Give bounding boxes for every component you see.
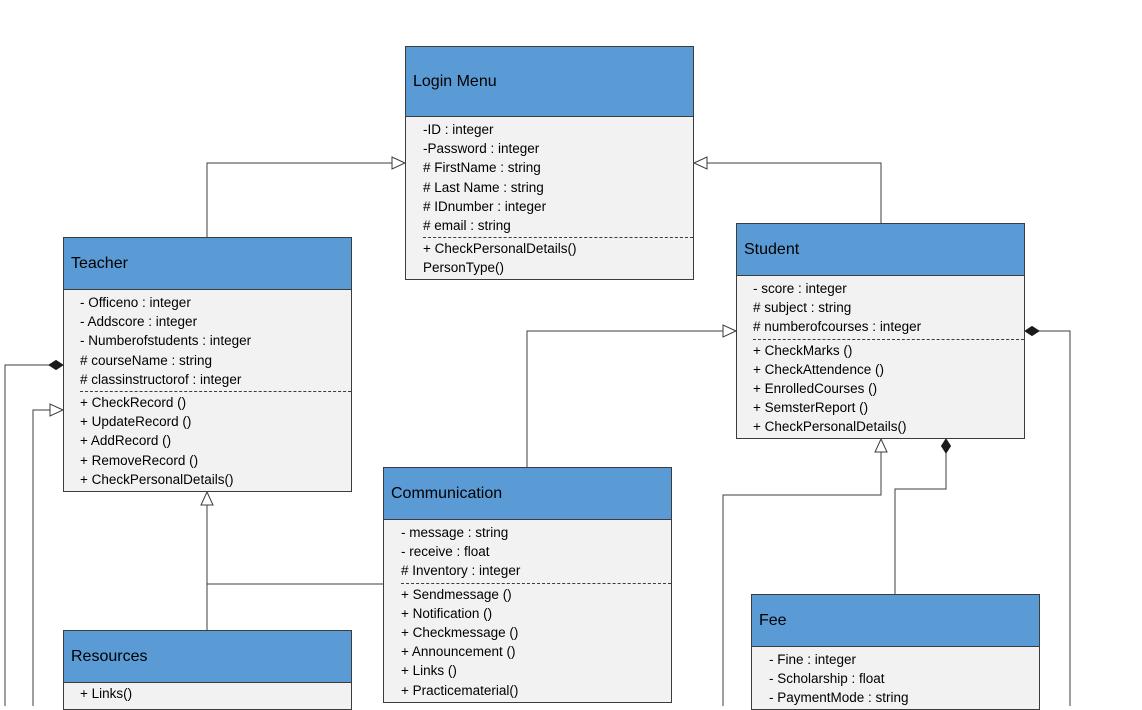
operation-row: + Notification () (401, 605, 493, 621)
generalization-arrow-resources-teacher (200, 490, 214, 506)
attribute-row: # numberofcourses : integer (753, 319, 922, 335)
class-name: Student (744, 240, 800, 258)
attribute-list: - Officeno : integer - Addscore : integer… (80, 290, 351, 391)
attribute-row: # email : string (423, 218, 511, 234)
class-name: Teacher (71, 254, 128, 272)
attribute-list: - Fine : integer - Scholarship : float - P… (769, 647, 1039, 709)
attribute-row: # subject : string (753, 300, 852, 316)
left-generalization-connector (32, 409, 50, 706)
class-name: Resources (71, 647, 148, 665)
attribute-row: - PaymentMode : string (769, 690, 909, 706)
operation-row: + CheckAttendence () (753, 361, 884, 377)
attribute-row: # Last Name : string (423, 179, 544, 195)
attribute-row: - score : integer (753, 281, 847, 296)
class-name: Communication (391, 484, 503, 502)
composition-diamond-student (1024, 325, 1040, 337)
operation-list: + CheckMarks () + CheckAttendence () + Enr… (753, 338, 1024, 438)
operation-row: + EnrolledCourses () (753, 381, 878, 397)
attribute-row: - Addscore : integer (80, 314, 198, 330)
attribute-row: - message : string (401, 525, 509, 540)
attribute-list: - score : integer # subject : string # num… (753, 276, 1024, 339)
operation-list: + Links() (80, 683, 351, 705)
attribute-row: # IDnumber : integer (423, 198, 547, 214)
attribute-list: - message : string - receive : float # Inv… (401, 520, 671, 583)
class-header: Student (737, 224, 1024, 276)
class-header: Login Menu (406, 47, 693, 117)
generalization-arrow-teacher-login (391, 156, 407, 170)
class-student[interactable]: Student - score : integer # subject : str… (736, 223, 1025, 439)
operation-row: + CheckPersonalDetails() (80, 471, 234, 487)
generalization-arrow-lower-student (874, 437, 888, 453)
operation-row: + Practicematerial() (401, 682, 519, 698)
attribute-row: # Inventory : integer (401, 563, 521, 579)
class-name: Fee (759, 611, 787, 629)
operation-row: + SemsterReport () (753, 400, 869, 416)
class-header: Communication (384, 468, 671, 520)
operation-row: + CheckPersonalDetails() (423, 241, 577, 257)
class-communication[interactable]: Communication - message : string - receiv… (383, 467, 672, 703)
attribute-row: # courseName : string (80, 352, 213, 368)
left-composition-connector (4, 364, 49, 706)
operation-row: + Links () (401, 663, 457, 679)
operation-list: + Sendmessage () + Notification () + Check… (401, 582, 671, 702)
fee-student-connector (894, 453, 947, 594)
generalization-arrow-student-login (692, 156, 708, 170)
operation-row: + UpdateRecord () (80, 414, 192, 430)
class-resources[interactable]: Resources + Links() (63, 630, 352, 710)
teacher-login-connector (206, 162, 392, 237)
operation-row: + Links() (80, 686, 133, 701)
class-fee[interactable]: Fee - Fine : integer - Scholarship : floa… (751, 594, 1040, 710)
operation-row: + Sendmessage () (401, 586, 512, 602)
class-header: Teacher (64, 238, 351, 290)
attribute-row: - Numberofstudents : integer (80, 333, 252, 349)
attribute-row: # classinstructorof : integer (80, 371, 242, 387)
composition-diamond-fee-student (940, 438, 952, 454)
operation-list: + CheckRecord () + UpdateRecord () + AddRe… (80, 391, 351, 491)
lower-student-connector (722, 452, 882, 706)
operation-row: + AddRecord () (80, 433, 172, 449)
student-login-connector (707, 162, 882, 223)
right-composition-connector (1039, 330, 1071, 706)
generalization-arrow-left-teacher (49, 403, 65, 417)
attribute-row: - Officeno : integer (80, 295, 191, 310)
attribute-row: - receive : float (401, 544, 490, 560)
attribute-row: -Password : integer (423, 141, 540, 157)
operation-row: + CheckMarks () (753, 342, 853, 358)
operation-row: + Checkmessage () (401, 625, 519, 641)
operation-list: + CheckPersonalDetails() PersonType() (423, 237, 693, 279)
operation-row: + CheckPersonalDetails() (753, 419, 907, 435)
operation-row: + Announcement () (401, 644, 516, 660)
class-teacher[interactable]: Teacher - Officeno : integer - Addscore :… (63, 237, 352, 492)
operation-row: PersonType() (423, 260, 505, 276)
attribute-row: -ID : integer (423, 122, 494, 137)
class-login-menu[interactable]: Login Menu -ID : integer -Password : inte… (405, 46, 694, 280)
attribute-row: # FirstName : string (423, 160, 541, 176)
class-header: Resources (64, 631, 351, 683)
attribute-row: - Fine : integer (769, 652, 857, 667)
communication-student-connector (526, 330, 723, 467)
generalization-arrow-communication-student (722, 324, 738, 338)
attribute-list: -ID : integer -Password : integer # FirstN… (423, 117, 693, 237)
operation-row: + CheckRecord () (80, 395, 187, 411)
attribute-row: - Scholarship : float (769, 671, 885, 687)
class-name: Login Menu (413, 72, 497, 90)
composition-diamond-teacher (48, 359, 64, 371)
operation-row: + RemoveRecord () (80, 452, 199, 468)
class-header: Fee (752, 595, 1039, 647)
